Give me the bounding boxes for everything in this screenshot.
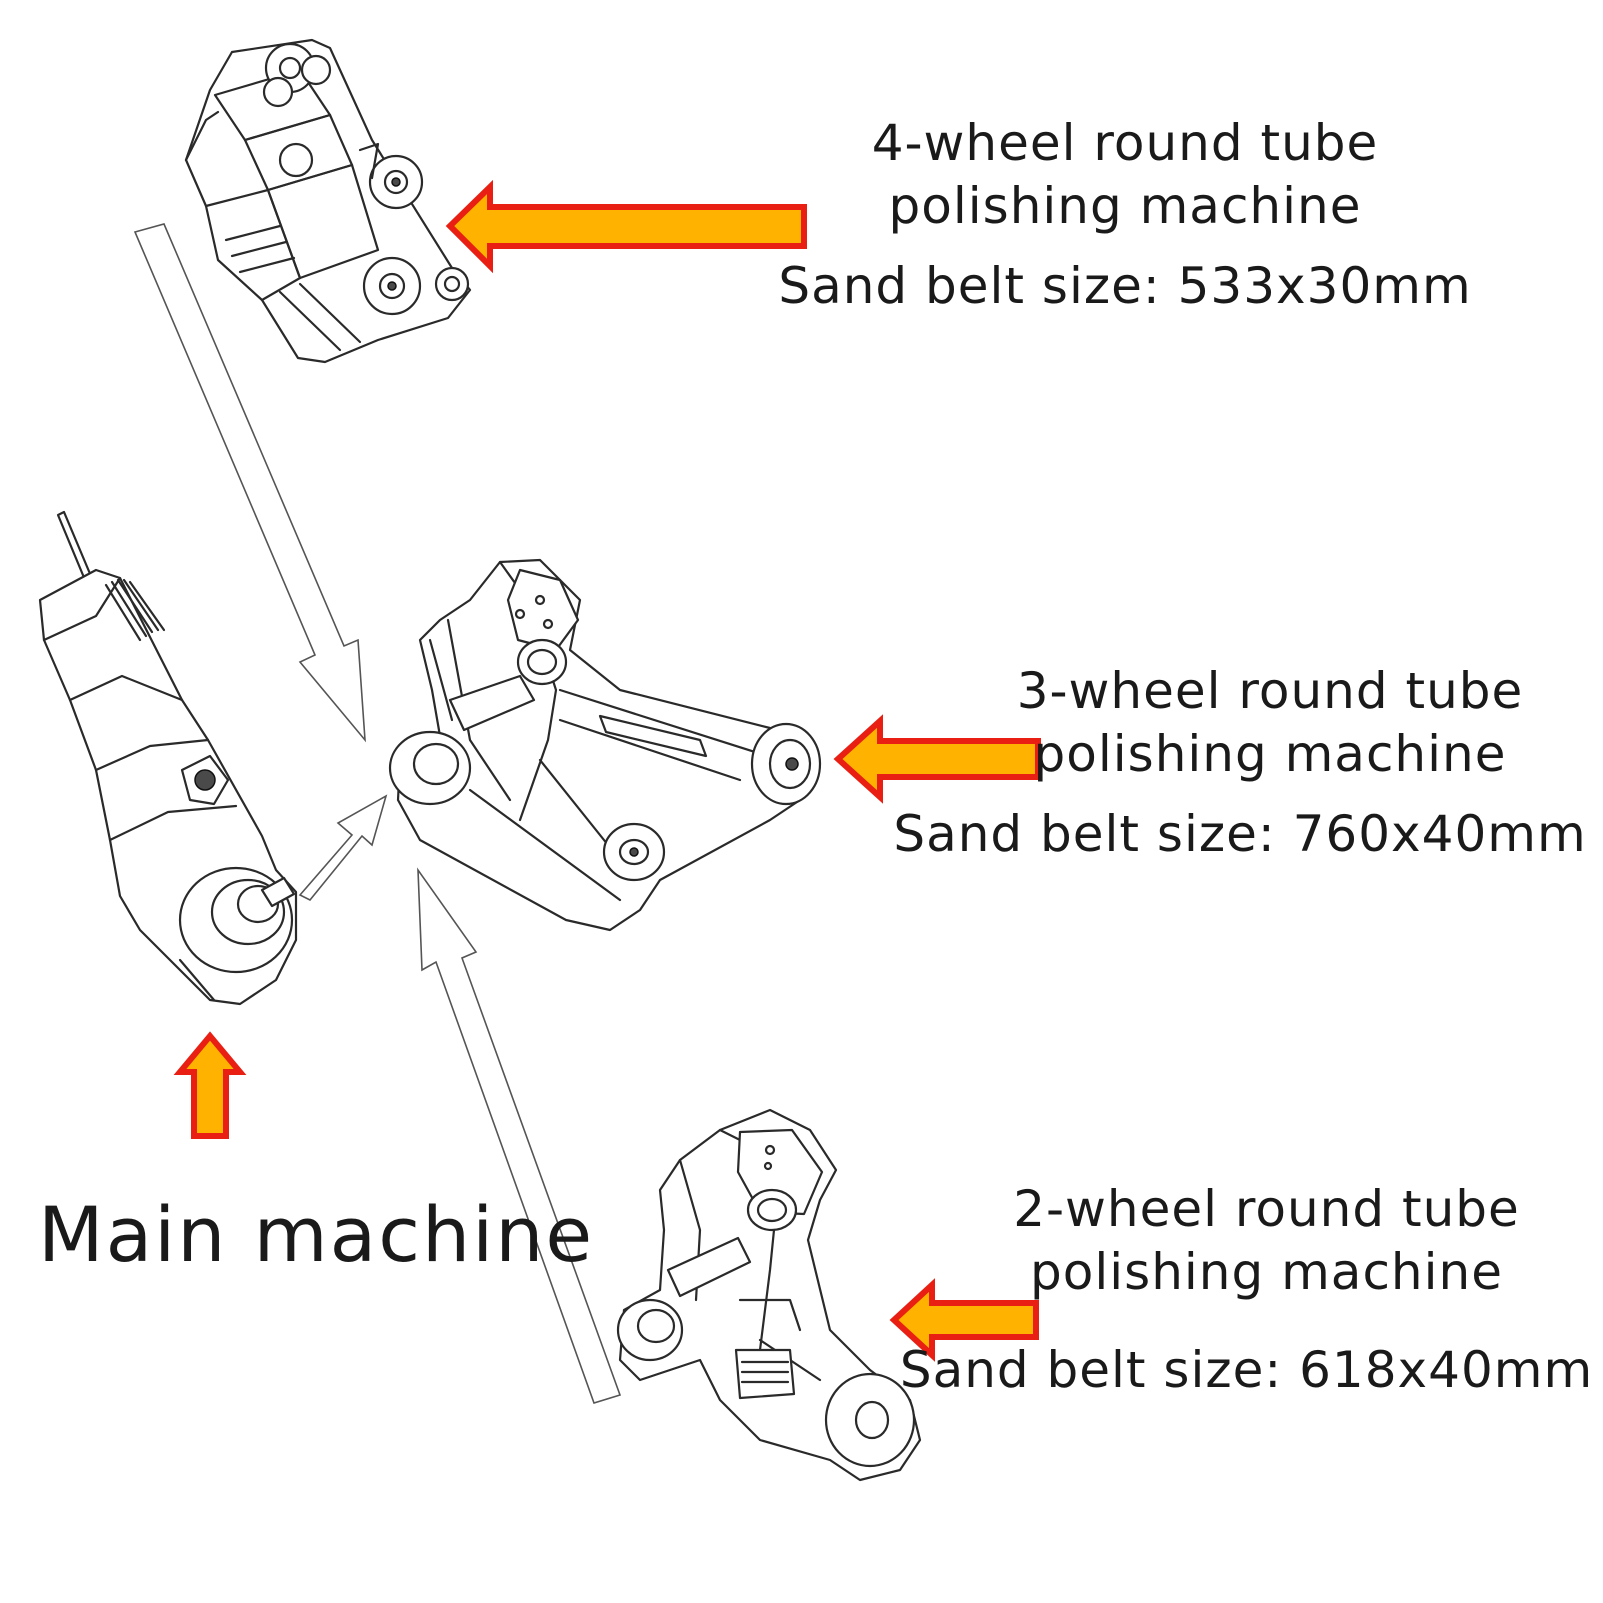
callout-arrows [173, 179, 1041, 1362]
three-wheel-attachment-illustration [388, 558, 822, 932]
connector-arrow-main [298, 794, 388, 902]
four-wheel-attachment-illustration [184, 38, 472, 364]
connector-arrow-bottom [417, 867, 622, 1404]
three-wheel-label: 3-wheel round tube polishing machine San… [880, 660, 1600, 866]
two-wheel-title-line1: 2-wheel round tube [1013, 1180, 1520, 1238]
four-wheel-title-line2: polishing machine [888, 176, 1362, 235]
main-machine-illustration [38, 510, 298, 1006]
three-wheel-belt-size: Sand belt size: 760x40mm [893, 805, 1587, 863]
callout-arrow-four-wheel [445, 179, 807, 274]
four-wheel-title-line1: 4-wheel round tube [871, 114, 1379, 172]
callout-arrow-three-wheel [833, 714, 1041, 804]
four-wheel-label: 4-wheel round tube polishing machine San… [770, 112, 1480, 318]
callout-arrow-main [173, 1031, 247, 1139]
four-wheel-belt-size: Sand belt size: 533x30mm [778, 257, 1472, 315]
two-wheel-attachment-illustration [616, 1108, 922, 1482]
connector-arrow-top [133, 223, 366, 743]
two-wheel-belt-size: Sand belt size: 618x40mm [899, 1341, 1594, 1399]
three-wheel-title-line2: polishing machine [1033, 724, 1507, 783]
connector-arrows [133, 223, 622, 1404]
two-wheel-label: 2-wheel round tube polishing machine San… [890, 1178, 1603, 1402]
main-machine-label: Main machine [38, 1190, 595, 1279]
two-wheel-title-line2: polishing machine [1030, 1242, 1503, 1301]
three-wheel-title-line1: 3-wheel round tube [1016, 662, 1524, 720]
callout-arrow-two-wheel [889, 1278, 1039, 1362]
